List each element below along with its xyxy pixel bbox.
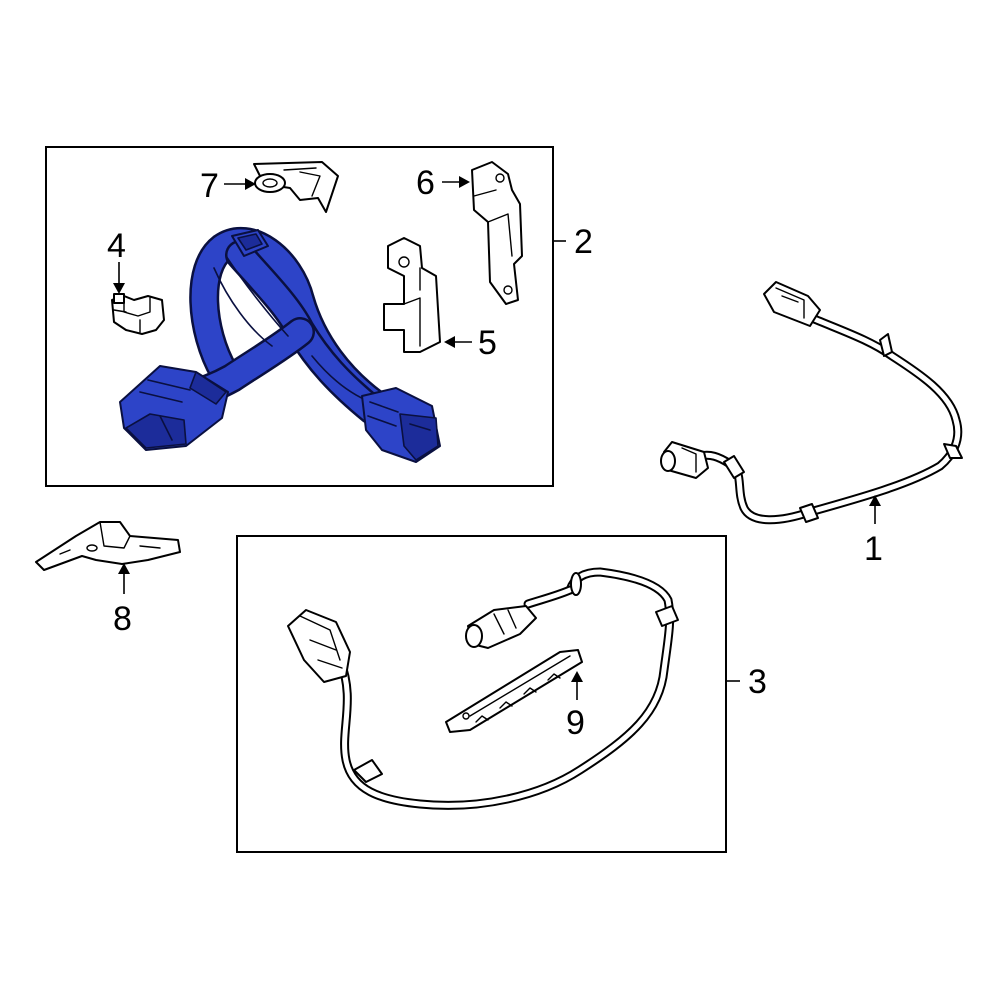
part-9-bracket[interactable] xyxy=(445,649,583,733)
callout-8[interactable]: 8 xyxy=(113,600,132,638)
part-5-bracket[interactable] xyxy=(383,237,441,353)
arrow-4 xyxy=(113,283,125,294)
callout-9[interactable]: 9 xyxy=(566,704,585,742)
arrow-7 xyxy=(245,178,256,190)
part-7-bracket[interactable] xyxy=(253,161,339,213)
callout-5[interactable]: 5 xyxy=(478,324,497,362)
group-box-2 xyxy=(45,146,554,487)
part-8-bracket[interactable] xyxy=(35,521,181,571)
arrow-5 xyxy=(444,336,455,348)
arrow-1 xyxy=(869,495,881,506)
callout-6[interactable]: 6 xyxy=(416,164,435,202)
callout-7[interactable]: 7 xyxy=(200,167,219,205)
part-6-bracket[interactable] xyxy=(471,161,523,305)
part-4-clip[interactable] xyxy=(111,293,165,335)
part-3-wire[interactable] xyxy=(287,567,679,810)
harness-highlighted[interactable] xyxy=(119,227,441,463)
callout-2[interactable]: 2 xyxy=(574,223,593,261)
callout-1[interactable]: 1 xyxy=(864,530,883,568)
callout-4[interactable]: 4 xyxy=(107,227,126,265)
arrow-9 xyxy=(571,671,583,682)
arrow-6 xyxy=(459,176,470,188)
arrow-8 xyxy=(118,563,130,574)
part-1-wire[interactable] xyxy=(660,281,963,525)
callout-3[interactable]: 3 xyxy=(748,663,767,701)
group-box-3 xyxy=(236,535,727,853)
